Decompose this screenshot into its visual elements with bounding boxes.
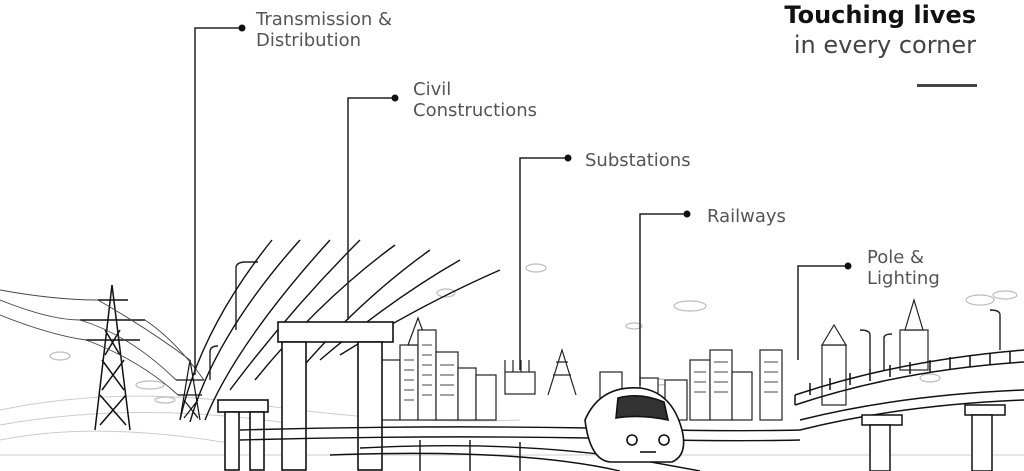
callout-transmission-distribution: Transmission & Distribution (256, 9, 393, 51)
power-lines (0, 289, 205, 396)
headline: Touching lives in every corner (784, 0, 976, 60)
elevated-highway (794, 349, 1024, 431)
headline-subtitle: in every corner (793, 31, 976, 59)
callout-leaders (194, 27, 848, 385)
callout-railways: Railways (707, 206, 786, 227)
callout-dots (238, 24, 852, 270)
headline-title: Touching lives (784, 1, 976, 29)
highway-pillars (861, 404, 1006, 471)
headline-divider (917, 84, 977, 87)
street-lamps (209, 261, 1001, 380)
bridge-pillars (217, 321, 394, 471)
transmission-tower-small (176, 359, 204, 421)
railway-viaduct (239, 426, 801, 471)
flyover-ramp (179, 239, 501, 423)
substation-structure (504, 347, 577, 396)
callout-substations: Substations (585, 150, 691, 171)
callout-civil-constructions: Civil Constructions (413, 79, 537, 121)
train (584, 387, 685, 463)
skyline-windows (404, 344, 778, 401)
transmission-tower-large (80, 284, 145, 431)
callout-pole-lighting: Pole & Lighting (867, 247, 940, 289)
